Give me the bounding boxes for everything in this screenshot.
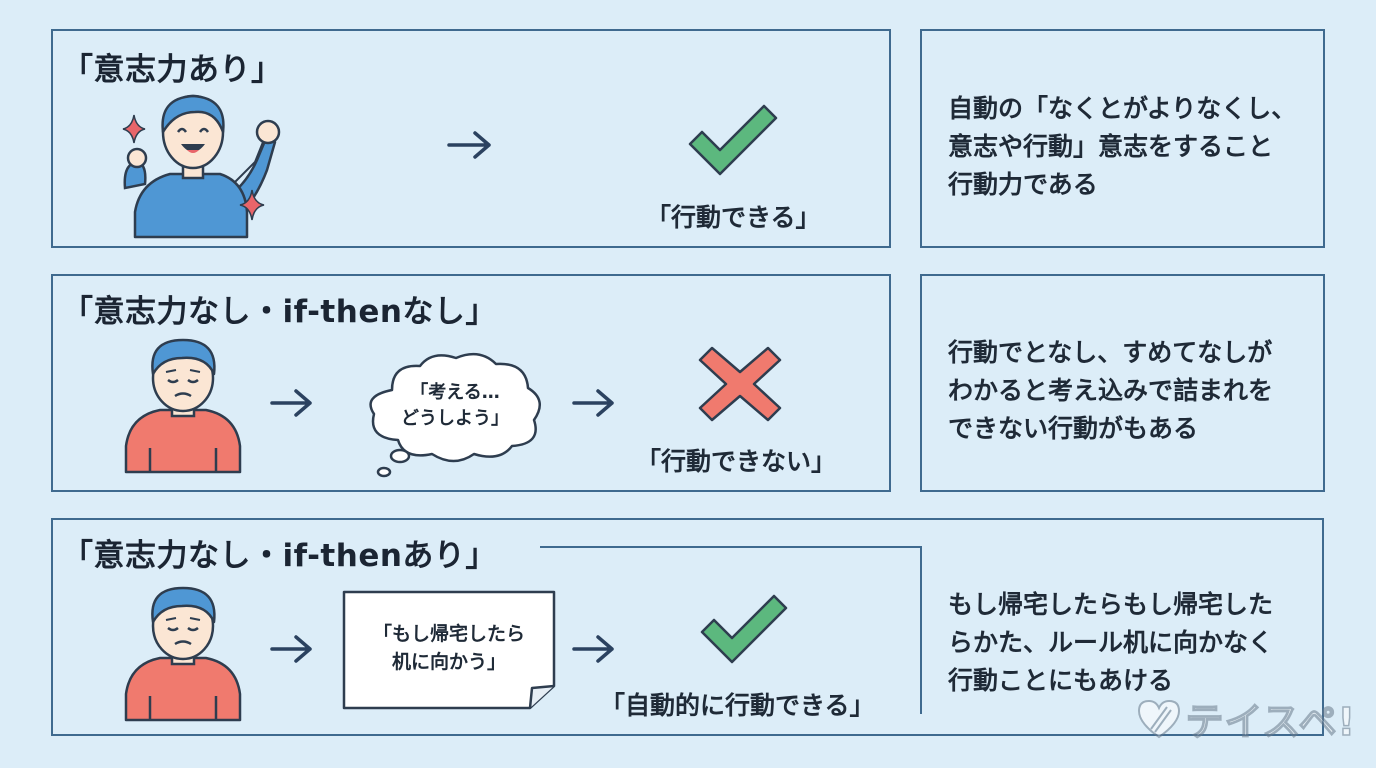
row2-title: 「意志力なし・if-thenなし」 xyxy=(62,286,503,331)
arrow-right-icon xyxy=(572,634,616,664)
row3-description: もし帰宅したらもし帰宅した らかた、ルール机に向かなく 行動ことにもあける xyxy=(948,590,1274,695)
row1-result-label: 「行動できる」 xyxy=(646,203,821,232)
arrow-right-icon xyxy=(572,388,616,418)
row1-description-panel xyxy=(920,29,1325,248)
row3-result-label: 「自動的に行動できる」 xyxy=(600,691,875,720)
checkmark-icon xyxy=(698,592,790,668)
note-text: 「もし帰宅したら 机に向かう」 xyxy=(372,623,525,673)
arrow-right-icon xyxy=(270,388,314,418)
row2-main-panel xyxy=(51,274,891,492)
heart-logo-icon xyxy=(1138,699,1181,738)
row1-description: 自動の「なくとがよりなくし、 意志や行動」意志をすること 行動力である xyxy=(948,94,1297,199)
checkmark-icon xyxy=(686,102,780,180)
site-logo: テイスペ! xyxy=(1137,691,1356,746)
arrow-right-icon xyxy=(270,634,314,664)
cross-icon xyxy=(698,346,782,422)
row2-description-panel xyxy=(920,274,1325,492)
row3-title-rule xyxy=(540,546,922,548)
row3-title: 「意志力なし・if-thenあり」 xyxy=(62,530,503,575)
sparkle-icon xyxy=(239,189,265,221)
arrow-right-icon xyxy=(447,130,493,160)
sad-person-illustration xyxy=(122,584,244,722)
note-paper-icon xyxy=(342,590,556,710)
sparkle-icon xyxy=(122,114,146,144)
row2-result-label: 「行動できない」 xyxy=(636,447,837,476)
row2-description: 行動でとなし、すめてなしが わかると考え込みで詰まれを できない行動がもある xyxy=(948,338,1274,443)
logo-text: テイスペ! xyxy=(1185,699,1356,745)
row1-title: 「意志力あり」 xyxy=(62,52,283,88)
thought-bubble-icon xyxy=(369,352,541,478)
thought-bubble: 「考える… どうしよう」 xyxy=(362,350,548,480)
note-paper: 「もし帰宅したら 机に向かう」 xyxy=(342,590,556,710)
thought-bubble-text: 「考える… どうしよう」 xyxy=(401,382,509,429)
row3-main-panel xyxy=(51,518,1324,736)
row3-inner-divider xyxy=(920,546,922,714)
sad-person-illustration xyxy=(122,336,244,474)
row1-main-panel xyxy=(51,29,891,248)
